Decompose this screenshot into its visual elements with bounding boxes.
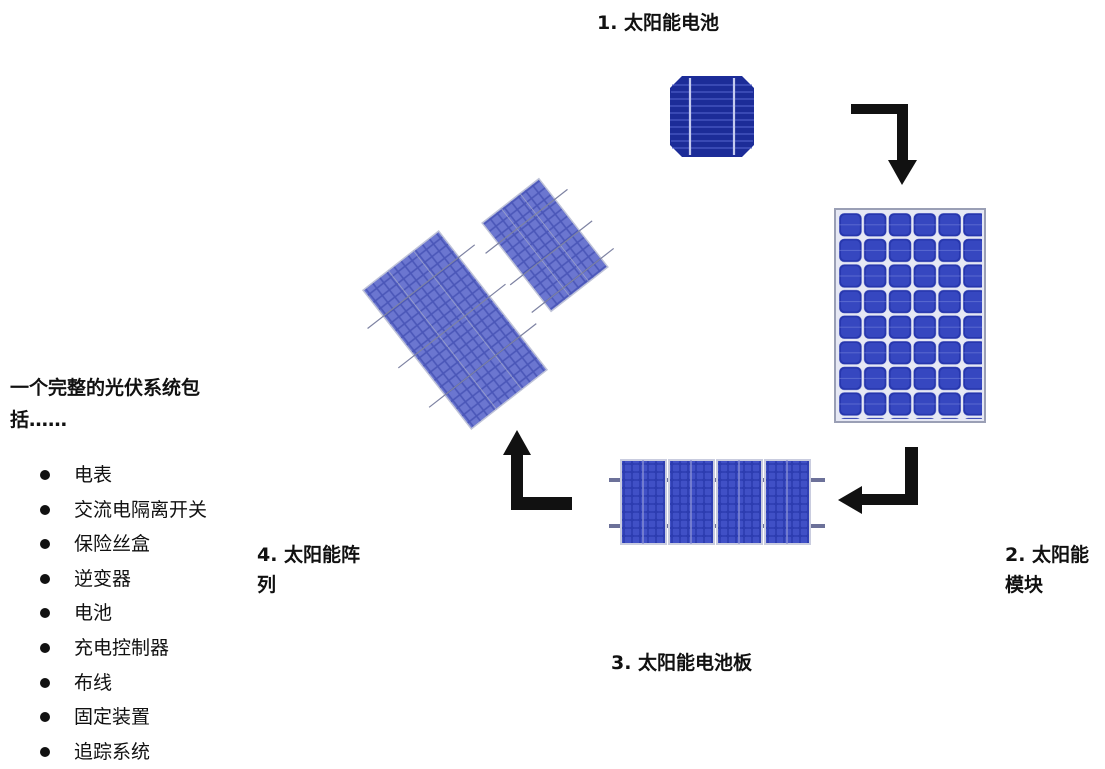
list-item: 电表 xyxy=(40,458,207,493)
intro-heading: 一个完整的光伏系统包括…… xyxy=(10,377,201,431)
list-item: 保险丝盒 xyxy=(40,527,207,562)
solar-cell-icon xyxy=(670,76,754,157)
list-item: 交流电隔离开关 xyxy=(40,493,207,528)
list-item: 追踪系统 xyxy=(40,735,207,769)
stage-label-cell: 1. 太阳能电池 xyxy=(597,12,720,34)
list-item: 电池 xyxy=(40,596,207,631)
stage-label-array: 4. 太阳能阵列 xyxy=(257,544,361,596)
list-item: 逆变器 xyxy=(40,562,207,597)
list-item: 充电控制器 xyxy=(40,631,207,666)
stage-label-panel: 3. 太阳能电池板 xyxy=(611,652,753,674)
component-list: 电表 交流电隔离开关 保险丝盒 逆变器 电池 充电控制器 布线 固定装置 追踪系… xyxy=(40,458,207,769)
list-item: 布线 xyxy=(40,666,207,701)
solar-array-icon xyxy=(361,177,615,430)
arrow-icon xyxy=(838,447,918,514)
arrow-icon xyxy=(503,430,572,510)
list-item: 固定装置 xyxy=(40,700,207,735)
solar-panel-icon xyxy=(609,459,825,545)
arrow-icon xyxy=(851,104,917,185)
stage-label-module: 2. 太阳能模块 xyxy=(1005,544,1090,596)
solar-module-icon xyxy=(834,208,986,423)
